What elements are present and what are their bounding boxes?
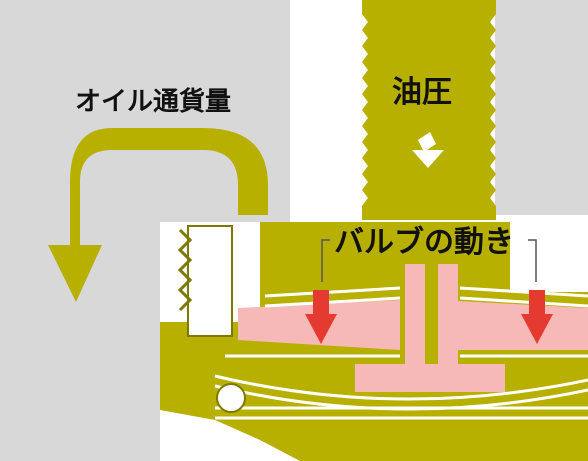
body-bottom-taper (160, 410, 300, 461)
flow-u-turn-arrow (48, 128, 268, 302)
valve-label-bracket-left (321, 239, 330, 282)
valve-plate-right (440, 300, 588, 350)
valve-motion-label: バルブの動き (334, 225, 514, 260)
background-right-gray (495, 0, 588, 215)
valve-red-arrow-right-icon (521, 290, 553, 344)
valve-stem-left (405, 264, 425, 364)
layer-line (264, 286, 401, 298)
oil-pressure-label: 油圧 (392, 75, 452, 110)
pressure-pipe (362, 0, 496, 220)
layer-line (459, 286, 588, 298)
valve-label-bracket-right (528, 239, 537, 282)
layer-line (459, 296, 588, 308)
upper-right-cavity (510, 222, 588, 292)
spring-icon (177, 228, 193, 312)
layer-line (264, 296, 401, 308)
valve-red-arrow-left-icon (305, 290, 337, 344)
seal-ball (216, 383, 246, 413)
valve-stem-right (438, 264, 458, 364)
spring-chamber (187, 225, 233, 337)
oil-flow-label: オイル通貨量 (75, 86, 231, 117)
valve-base (355, 364, 505, 392)
diaphragm-line (214, 374, 588, 401)
pressure-down-arrow-icon (412, 132, 444, 168)
